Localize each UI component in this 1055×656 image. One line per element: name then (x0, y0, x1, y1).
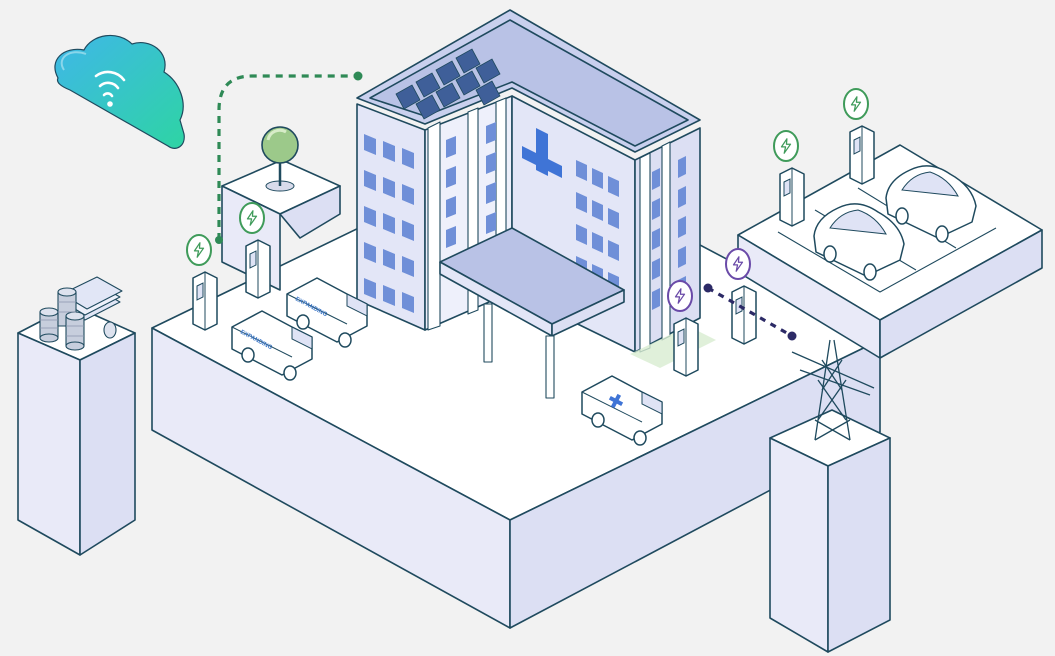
window (383, 285, 395, 306)
window (486, 122, 496, 144)
window (446, 226, 456, 248)
main-platform (151, 149, 881, 629)
power-connection-node (703, 283, 713, 293)
window (608, 176, 619, 197)
window (364, 170, 376, 191)
chargers (186, 88, 875, 377)
window (383, 177, 395, 198)
window (678, 216, 686, 238)
ev-charger (773, 130, 805, 227)
window (383, 141, 395, 162)
window (402, 184, 414, 205)
cars (813, 165, 977, 281)
window (446, 196, 456, 218)
window (652, 198, 660, 220)
window (402, 292, 414, 313)
ev-charger (667, 280, 699, 377)
window (608, 208, 619, 229)
solar-panels (395, 48, 501, 120)
lightning-bolt-icon (667, 280, 693, 312)
window (364, 206, 376, 227)
tree-icon (261, 126, 299, 192)
window (576, 192, 587, 213)
window (652, 288, 660, 310)
window (576, 160, 587, 181)
electric-car (885, 165, 977, 243)
window (402, 256, 414, 277)
lightning-bolt-icon (773, 130, 799, 162)
lightning-bolt-icon (725, 248, 751, 280)
data-connection-node (353, 71, 363, 81)
window (592, 168, 603, 189)
hospital-building (356, 9, 716, 399)
lightning-bolt-icon (186, 234, 212, 266)
data-connection-line (217, 74, 358, 240)
window (364, 134, 376, 155)
window (678, 156, 686, 178)
window (486, 182, 496, 204)
ev-charger (843, 88, 875, 185)
window (486, 212, 496, 234)
grid-tower (769, 409, 891, 653)
ev-charger (186, 234, 218, 331)
ev-charger (239, 202, 271, 299)
window (446, 166, 456, 188)
electric-car (813, 203, 905, 281)
window (608, 240, 619, 261)
window (652, 258, 660, 280)
data-connection-node (215, 236, 223, 244)
window (383, 249, 395, 270)
window (678, 186, 686, 208)
windows-left-wing (364, 122, 496, 313)
window (486, 152, 496, 174)
window (576, 224, 587, 245)
ambulance-van (581, 375, 663, 446)
window (678, 246, 686, 268)
window (364, 278, 376, 299)
window (592, 200, 603, 221)
window (652, 168, 660, 190)
lightning-bolt-icon (843, 88, 869, 120)
power-connection-node (787, 331, 797, 341)
window (446, 136, 456, 158)
lightning-bolt-icon (239, 202, 265, 234)
power-connection-line (707, 286, 793, 338)
ambulance-van: EXPANDING (231, 310, 313, 381)
power-pylon-icon (791, 339, 875, 441)
window (652, 228, 660, 250)
hospital-cross-icon (522, 128, 562, 178)
cloud-wifi-icon (54, 34, 185, 149)
window (364, 242, 376, 263)
ev-charger (725, 248, 757, 345)
coin-stack-icon (39, 276, 123, 351)
window (383, 213, 395, 234)
window (402, 148, 414, 169)
window (402, 220, 414, 241)
ambulance-van: EXPANDING (286, 277, 368, 348)
entrance-canopy (439, 227, 625, 399)
window (592, 232, 603, 253)
